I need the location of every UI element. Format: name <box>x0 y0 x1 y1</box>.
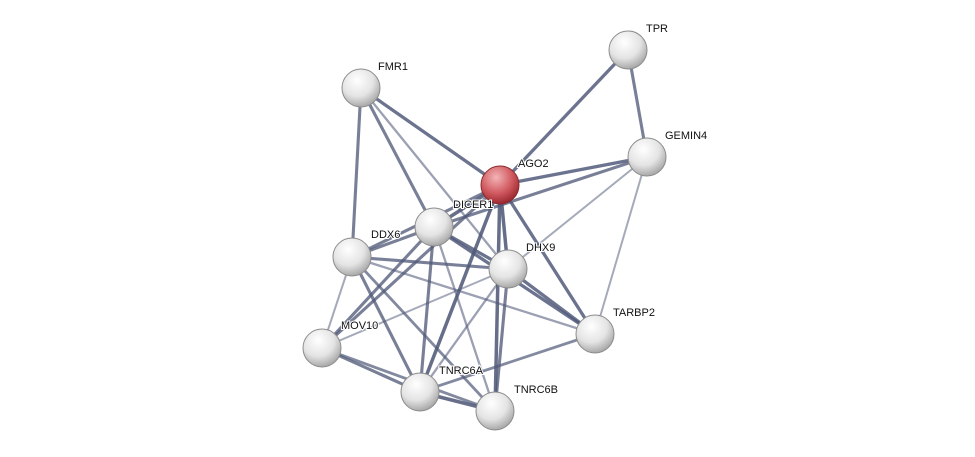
edge-dhx9-tnrc6b[interactable] <box>493 268 510 412</box>
node-sphere[interactable] <box>414 207 454 247</box>
node-tnrc6b[interactable]: TNRC6B <box>475 383 559 431</box>
node-sphere[interactable] <box>475 391 515 431</box>
node-label: DDX6 <box>371 229 400 241</box>
edge-ddx6-tnrc6b[interactable] <box>350 256 497 412</box>
edge-gemin4-dicer1[interactable] <box>433 155 648 229</box>
node-dhx9[interactable]: DHX9 <box>488 241 556 289</box>
edge-ddx6-tnrc6a[interactable] <box>350 256 422 393</box>
node-sphere[interactable] <box>575 314 615 354</box>
node-sphere[interactable] <box>332 237 372 277</box>
edge-dhx9-mov10[interactable] <box>321 268 509 349</box>
node-gemin4[interactable]: GEMIN4 <box>627 129 708 177</box>
node-label: GEMIN4 <box>665 130 707 142</box>
edge-gemin4-dhx9[interactable] <box>507 156 648 270</box>
node-tpr[interactable]: TPR <box>608 22 669 70</box>
edge-dicer1-mov10[interactable] <box>320 225 436 350</box>
node-tarbp2[interactable]: TARBP2 <box>575 306 656 354</box>
edge-dicer1-tnrc6a[interactable] <box>418 226 436 393</box>
node-label: AGO2 <box>518 158 549 170</box>
node-tnrc6a[interactable]: TNRC6A <box>400 364 485 412</box>
edge-fmr1-ddx6[interactable] <box>350 87 363 258</box>
node-sphere[interactable] <box>400 372 440 412</box>
edge-dicer1-tnrc6b[interactable] <box>432 226 497 412</box>
edge-ddx6-dhx9[interactable] <box>351 255 509 271</box>
edge-tnrc6a-tarbp2[interactable] <box>419 332 596 394</box>
node-fmr1[interactable]: FMR1 <box>341 60 409 108</box>
node-label: TPR <box>646 23 668 35</box>
node-label: TNRC6A <box>439 365 484 377</box>
edge-gemin4-tarbp2[interactable] <box>594 156 648 335</box>
node-sphere[interactable] <box>488 249 528 289</box>
edge-ago2-tpr[interactable] <box>498 48 630 187</box>
edge-ago2-gemin4[interactable] <box>499 155 648 187</box>
node-label: FMR1 <box>378 61 408 73</box>
edge-dhx9-tnrc6a[interactable] <box>419 268 509 393</box>
node-sphere[interactable] <box>341 68 381 108</box>
node-label: MOV10 <box>341 320 378 332</box>
edge-ddx6-tarbp2[interactable] <box>351 255 596 336</box>
node-sphere[interactable] <box>480 165 520 205</box>
node-label: TARBP2 <box>613 307 655 319</box>
node-label: DHX9 <box>526 242 555 254</box>
edge-fmr1-dhx9[interactable] <box>360 87 509 270</box>
node-sphere[interactable] <box>302 328 342 368</box>
node-mov10[interactable]: MOV10 <box>302 319 379 368</box>
node-label: TNRC6B <box>514 384 558 396</box>
edge-ago2-fmr1[interactable] <box>360 86 501 187</box>
edge-ago2-mov10[interactable] <box>320 183 502 350</box>
node-dicer1[interactable]: DICER1 <box>414 198 494 247</box>
node-sphere[interactable] <box>627 137 667 177</box>
node-label: DICER1 <box>453 199 493 211</box>
node-sphere[interactable] <box>608 30 648 70</box>
edge-ago2-tnrc6b[interactable] <box>493 184 502 412</box>
edge-ago2-tarbp2[interactable] <box>498 184 597 335</box>
edge-fmr1-dicer1[interactable] <box>359 87 436 228</box>
node-ago2[interactable]: AGO2 <box>480 157 550 205</box>
node-ddx6[interactable]: DDX6 <box>332 228 401 277</box>
